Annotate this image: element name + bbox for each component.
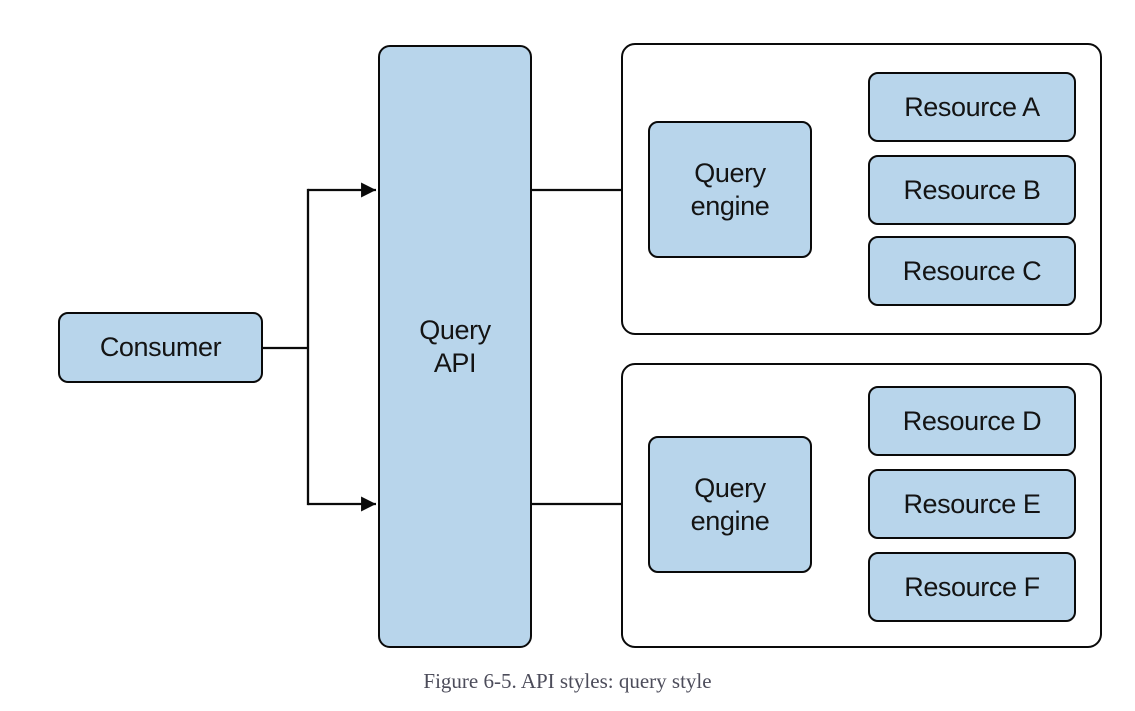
- engine-label-line2: engine: [690, 505, 770, 536]
- resource-label: Resource F: [904, 571, 1040, 602]
- consumer-label: Consumer: [99, 332, 222, 363]
- consumer-node: Consumer: [58, 312, 263, 383]
- resource-label: Resource E: [903, 488, 1041, 519]
- query-api-label-line1: Query: [419, 314, 491, 345]
- resource-node-a: Resource A: [868, 72, 1076, 142]
- figure-caption: Figure 6-5. API styles: query style: [423, 669, 712, 693]
- resource-node-e: Resource E: [868, 469, 1076, 539]
- query-api-label-line2: API: [433, 347, 477, 378]
- resource-label: Resource D: [902, 405, 1042, 436]
- resource-label: Resource A: [904, 91, 1040, 122]
- resource-node-b: Resource B: [868, 155, 1076, 225]
- engine-label-line2: engine: [690, 190, 770, 221]
- engine-label-line1: Query: [694, 472, 766, 503]
- engine-label-line1: Query: [694, 157, 766, 188]
- resource-label: Resource C: [902, 255, 1042, 286]
- resource-node-f: Resource F: [868, 552, 1076, 622]
- query-api-node: Query API: [378, 45, 532, 648]
- query-engine-node-bottom: Query engine: [648, 436, 812, 573]
- query-engine-node-top: Query engine: [648, 121, 812, 258]
- resource-node-d: Resource D: [868, 386, 1076, 456]
- resource-node-c: Resource C: [868, 236, 1076, 306]
- resource-label: Resource B: [903, 174, 1041, 205]
